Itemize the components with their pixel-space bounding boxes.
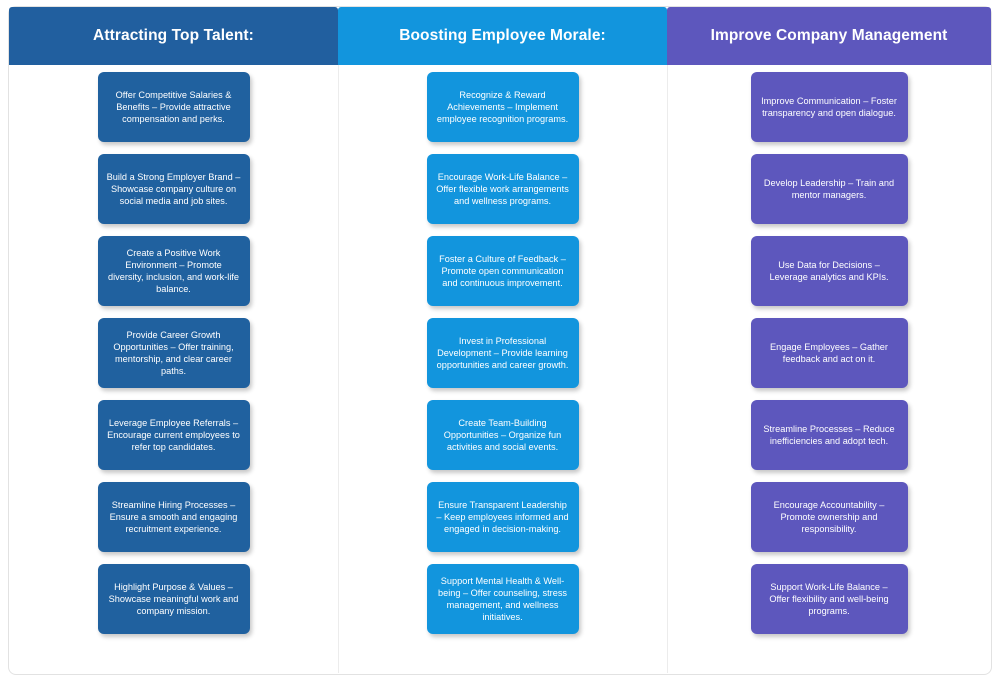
card-text: Foster a Culture of Feedback – Promote o… — [439, 253, 566, 289]
card-text: Highlight Purpose & Values – Showcase me… — [108, 581, 239, 617]
card-text: Streamline Hiring Processes – Ensure a s… — [109, 499, 238, 535]
card-item[interactable]: Improve Communication – Foster transpare… — [750, 72, 908, 142]
card-text: Ensure Transparent Leadership – Keep emp… — [436, 499, 569, 535]
card-item[interactable]: Provide Career Growth Opportunities – Of… — [97, 318, 250, 388]
card-item[interactable]: Encourage Accountability – Promote owner… — [750, 482, 908, 552]
card-text: Encourage Accountability – Promote owner… — [773, 499, 885, 535]
card-item[interactable]: Invest in Professional Development – Pro… — [426, 318, 579, 388]
column-header-attracting-top-talent[interactable]: Attracting Top Talent: — [9, 7, 338, 65]
card-text: Support Work-Life Balance – Offer flexib… — [769, 581, 889, 617]
card-text: Streamline Processes – Reduce inefficien… — [763, 423, 895, 446]
card-text: Recognize & Reward Achievements – Implem… — [436, 89, 569, 125]
columns-container: Offer Competitive Salaries & Benefits – … — [9, 65, 991, 673]
column-header-improve-company-management[interactable]: Improve Company Management — [667, 7, 991, 65]
card-text: Engage Employees – Gather feedback and a… — [770, 341, 888, 364]
card-text: Offer Competitive Salaries & Benefits – … — [115, 89, 232, 125]
card-text: Provide Career Growth Opportunities – Of… — [113, 329, 234, 377]
card-item[interactable]: Engage Employees – Gather feedback and a… — [750, 318, 908, 388]
card-text: Create Team-Building Opportunities – Org… — [443, 417, 562, 453]
card-text: Develop Leadership – Train and mentor ma… — [763, 177, 895, 200]
card-item[interactable]: Use Data for Decisions – Leverage analyt… — [750, 236, 908, 306]
card-item[interactable]: Encourage Work-Life Balance – Offer flex… — [426, 154, 579, 224]
card-item[interactable]: Develop Leadership – Train and mentor ma… — [750, 154, 908, 224]
card-text: Encourage Work-Life Balance – Offer flex… — [436, 171, 569, 207]
card-text: Create a Positive Work Environment – Pro… — [107, 247, 240, 295]
card-item[interactable]: Offer Competitive Salaries & Benefits – … — [97, 72, 250, 142]
card-text: Leverage Employee Referrals – Encourage … — [107, 417, 240, 453]
card-item[interactable]: Foster a Culture of Feedback – Promote o… — [426, 236, 579, 306]
column-improve-company-management: Improve Communication – Foster transpare… — [667, 65, 991, 673]
card-item[interactable]: Create a Positive Work Environment – Pro… — [97, 236, 250, 306]
card-item[interactable]: Support Mental Health & Well-being – Off… — [426, 564, 579, 634]
card-item[interactable]: Leverage Employee Referrals – Encourage … — [97, 400, 250, 470]
card-item[interactable]: Build a Strong Employer Brand – Showcase… — [97, 154, 250, 224]
column-header-row: Attracting Top Talent: Boosting Employee… — [9, 7, 991, 65]
column-header-boosting-employee-morale[interactable]: Boosting Employee Morale: — [338, 7, 667, 65]
card-text: Build a Strong Employer Brand – Showcase… — [106, 171, 241, 207]
card-item[interactable]: Streamline Hiring Processes – Ensure a s… — [97, 482, 250, 552]
column-divider-2 — [667, 65, 668, 673]
card-text: Invest in Professional Development – Pro… — [436, 335, 569, 371]
card-item[interactable]: Support Work-Life Balance – Offer flexib… — [750, 564, 908, 634]
card-text: Support Mental Health & Well-being – Off… — [437, 575, 568, 623]
card-item[interactable]: Ensure Transparent Leadership – Keep emp… — [426, 482, 579, 552]
card-text: Improve Communication – Foster transpare… — [761, 95, 897, 118]
card-item[interactable]: Recognize & Reward Achievements – Implem… — [426, 72, 579, 142]
card-text: Use Data for Decisions – Leverage analyt… — [769, 259, 889, 282]
card-item[interactable]: Streamline Processes – Reduce inefficien… — [750, 400, 908, 470]
column-attracting-top-talent: Offer Competitive Salaries & Benefits – … — [9, 65, 338, 673]
card-item[interactable]: Highlight Purpose & Values – Showcase me… — [97, 564, 250, 634]
card-item[interactable]: Create Team-Building Opportunities – Org… — [426, 400, 579, 470]
column-divider-1 — [338, 65, 339, 673]
column-boosting-employee-morale: Recognize & Reward Achievements – Implem… — [338, 65, 667, 673]
